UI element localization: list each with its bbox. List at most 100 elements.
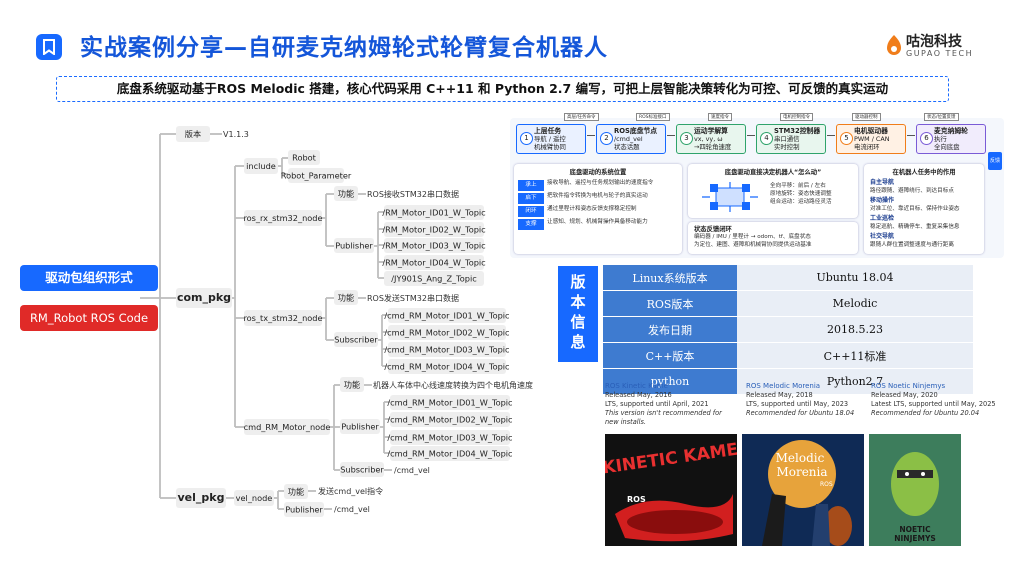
- feedback-title: 状态反馈闭环: [694, 226, 732, 233]
- version-node-label: 版本: [185, 129, 201, 139]
- tx-topic-node: /cmd_RM_Motor_ID02_W_Topic: [384, 325, 510, 340]
- flow-label: 速度指令: [708, 113, 732, 121]
- cmd-topic-node-label: /cmd_RM_Motor_ID03_W_Topic: [387, 433, 512, 443]
- rx-node-label: ros_rx_stm32_node: [243, 213, 322, 223]
- arrow-icon: [667, 135, 675, 136]
- version-value: Python2.7: [737, 368, 973, 395]
- gupao-logo-icon: [887, 35, 901, 55]
- version-value: C++11标准: [737, 342, 973, 369]
- version-node: 版本: [176, 126, 210, 142]
- release-support: LTS, supported until May, 2023: [746, 400, 849, 408]
- flow-label: 高层/任务命令: [564, 113, 599, 121]
- step-title: 电机驱动器: [854, 127, 888, 135]
- step-number: 3: [680, 132, 693, 145]
- flow-label: ROS标准接口: [636, 113, 670, 121]
- cmd-topic-node-label: /cmd_RM_Motor_ID01_W_Topic: [387, 398, 512, 408]
- melodic-ros-mark: ROS: [820, 481, 833, 488]
- release-date: Released May, 2016: [605, 391, 672, 399]
- robot-role-title: 在机器人任务中的作用: [892, 169, 956, 176]
- step-line-1: /cmd_vel: [614, 135, 643, 143]
- feedback-line-2: 为定位、建图、避障和机械臂协同提供运动基准: [694, 242, 812, 248]
- role-desc: 路径跟随、避障绕行、到达目标点: [870, 188, 954, 194]
- logo-text-cn: 咕泡科技: [906, 34, 962, 50]
- include-robot-node: Robot: [288, 150, 320, 165]
- release-name[interactable]: ROS Noetic Ninjemys: [871, 382, 946, 390]
- rx-topic-node: /RM_Motor_ID01_W_Topic: [382, 205, 486, 220]
- include-robot-param-node-label: Robot_Parameter: [281, 171, 352, 181]
- melodic-poster-line2: Morenia: [776, 465, 827, 479]
- role-title: 社交导航: [870, 233, 895, 240]
- tx-subscriber-node: Subscriber: [334, 332, 378, 347]
- com-pkg-node: com_pkg: [176, 288, 232, 308]
- include-node-label: include: [246, 161, 276, 171]
- cmd-publisher-node: Publisher: [340, 419, 380, 434]
- rx-topic-node-label: /RM_Motor_ID02_W_Topic: [382, 225, 485, 235]
- motion-line: 组合运动：运动路径灵活: [770, 199, 832, 205]
- role-title: 工业巡检: [870, 215, 895, 222]
- system-position-card: 底盘驱动的系统位置 承上接收导航、遥控与任务规划输出的速度指令启下把软件指令转换…: [514, 164, 682, 254]
- release-support: LTS, supported until April, 2021: [605, 400, 709, 408]
- arrow-icon: [907, 135, 915, 136]
- rx-topic-node-label: /JY901S_Ang_Z_Topic: [391, 274, 476, 284]
- step-title: 上层任务: [534, 127, 562, 135]
- version-key: C++版本: [603, 342, 737, 369]
- step-title: ROS底盘节点: [614, 127, 658, 135]
- cmd-topic-node-label: /cmd_RM_Motor_ID04_W_Topic: [387, 449, 512, 459]
- vel-node-label: vel_node: [236, 493, 273, 503]
- role-title: 自主导航: [870, 179, 895, 186]
- rx-topic-node: /RM_Motor_ID02_W_Topic: [382, 222, 486, 237]
- version-label-char: 信: [570, 313, 586, 331]
- role-item: 工业巡检稳定巡航、精确停车、重复采集信息: [870, 215, 978, 231]
- version-key: ROS版本: [603, 290, 737, 317]
- feedback-side-tag: 反馈: [988, 152, 1002, 170]
- mecanum-chassis-icon: [702, 182, 758, 212]
- page-title: 实战案例分享—自研麦克纳姆轮式轮臂复合机器人: [80, 35, 608, 61]
- tx-topic-node: /cmd_RM_Motor_ID01_W_Topic: [384, 308, 510, 323]
- bookmark-icon: [36, 34, 62, 60]
- step-line-1: 串口通信: [774, 135, 800, 143]
- position-row: 闭环通过里程计和姿态反馈支撑稳定控制: [518, 206, 678, 217]
- rx-topic-node-label: /RM_Motor_ID03_W_Topic: [382, 241, 485, 251]
- noetic-poster-line2: NINJEMYS: [894, 534, 936, 543]
- vel-func-label-node-label: 功能: [288, 487, 304, 497]
- cmd-topic-node-label: /cmd_RM_Motor_ID02_W_Topic: [387, 415, 512, 425]
- release-date: Released May, 2020: [871, 391, 938, 399]
- step-number: 2: [600, 132, 613, 145]
- position-row-tag: 启下: [518, 193, 544, 204]
- version-value: Melodic: [737, 290, 973, 317]
- feedback-loop-card: 状态反馈闭环 编码器 / IMU / 里程计 → odom、tf、底盘状态 为定…: [688, 222, 858, 254]
- rx-func-label-node-label: 功能: [338, 189, 354, 199]
- cmd-topic-node: /cmd_RM_Motor_ID04_W_Topic: [387, 446, 513, 461]
- step-line-2: 状态话题: [614, 143, 640, 151]
- cmd-topic-node: /cmd_RM_Motor_ID01_W_Topic: [387, 395, 513, 410]
- release-name[interactable]: ROS Melodic Morenia: [746, 382, 821, 390]
- step-title: STM32控制器: [774, 127, 821, 135]
- feedback-line-1: 编码器 / IMU / 里程计 → odom、tf、底盘状态: [694, 234, 811, 240]
- rx-topic-node: /RM_Motor_ID04_W_Topic: [382, 255, 486, 270]
- motion-line: 原地旋转：姿态快速调整: [770, 191, 832, 197]
- position-row-text: 接收导航、遥控与任务规划输出的速度指令: [547, 180, 654, 186]
- step-line-1: vx, vy, ω: [694, 135, 723, 143]
- motion-card: 底盘驱动直接决定机器人“怎么动” 全向平移：前后 / 左右原地旋转：姿态快速调整…: [688, 164, 858, 218]
- system-position-title: 底盘驱动的系统位置: [569, 169, 627, 176]
- arrow-icon: [747, 135, 755, 136]
- company-logo: 咕泡科技 GUPAO TECH: [884, 31, 994, 65]
- cmd-topic-node: /cmd_RM_Motor_ID03_W_Topic: [387, 430, 513, 445]
- release-date: Released May, 2018: [746, 391, 813, 399]
- kinetic-poster-image: KINETIC KAME ROS: [601, 434, 739, 546]
- melodic-artwork: Melodic Morenia ROS: [762, 440, 852, 546]
- kinetic-artwork: KINETIC KAME ROS: [601, 440, 739, 542]
- position-row-text: 把软件指令转换为电机与轮子的真实运动: [547, 193, 648, 199]
- release-note: Recommended for Ubuntu 18.04: [746, 409, 855, 417]
- kinetic-poster-title: KINETIC KAME: [605, 440, 737, 479]
- release-name[interactable]: ROS Kinetic Kame: [605, 382, 668, 390]
- step-title: 运动学解算: [694, 127, 728, 135]
- release-note: This version isn't recommended for new i…: [605, 409, 722, 426]
- position-row-tag: 支撑: [518, 219, 544, 230]
- step-line-1: 执行: [934, 135, 947, 143]
